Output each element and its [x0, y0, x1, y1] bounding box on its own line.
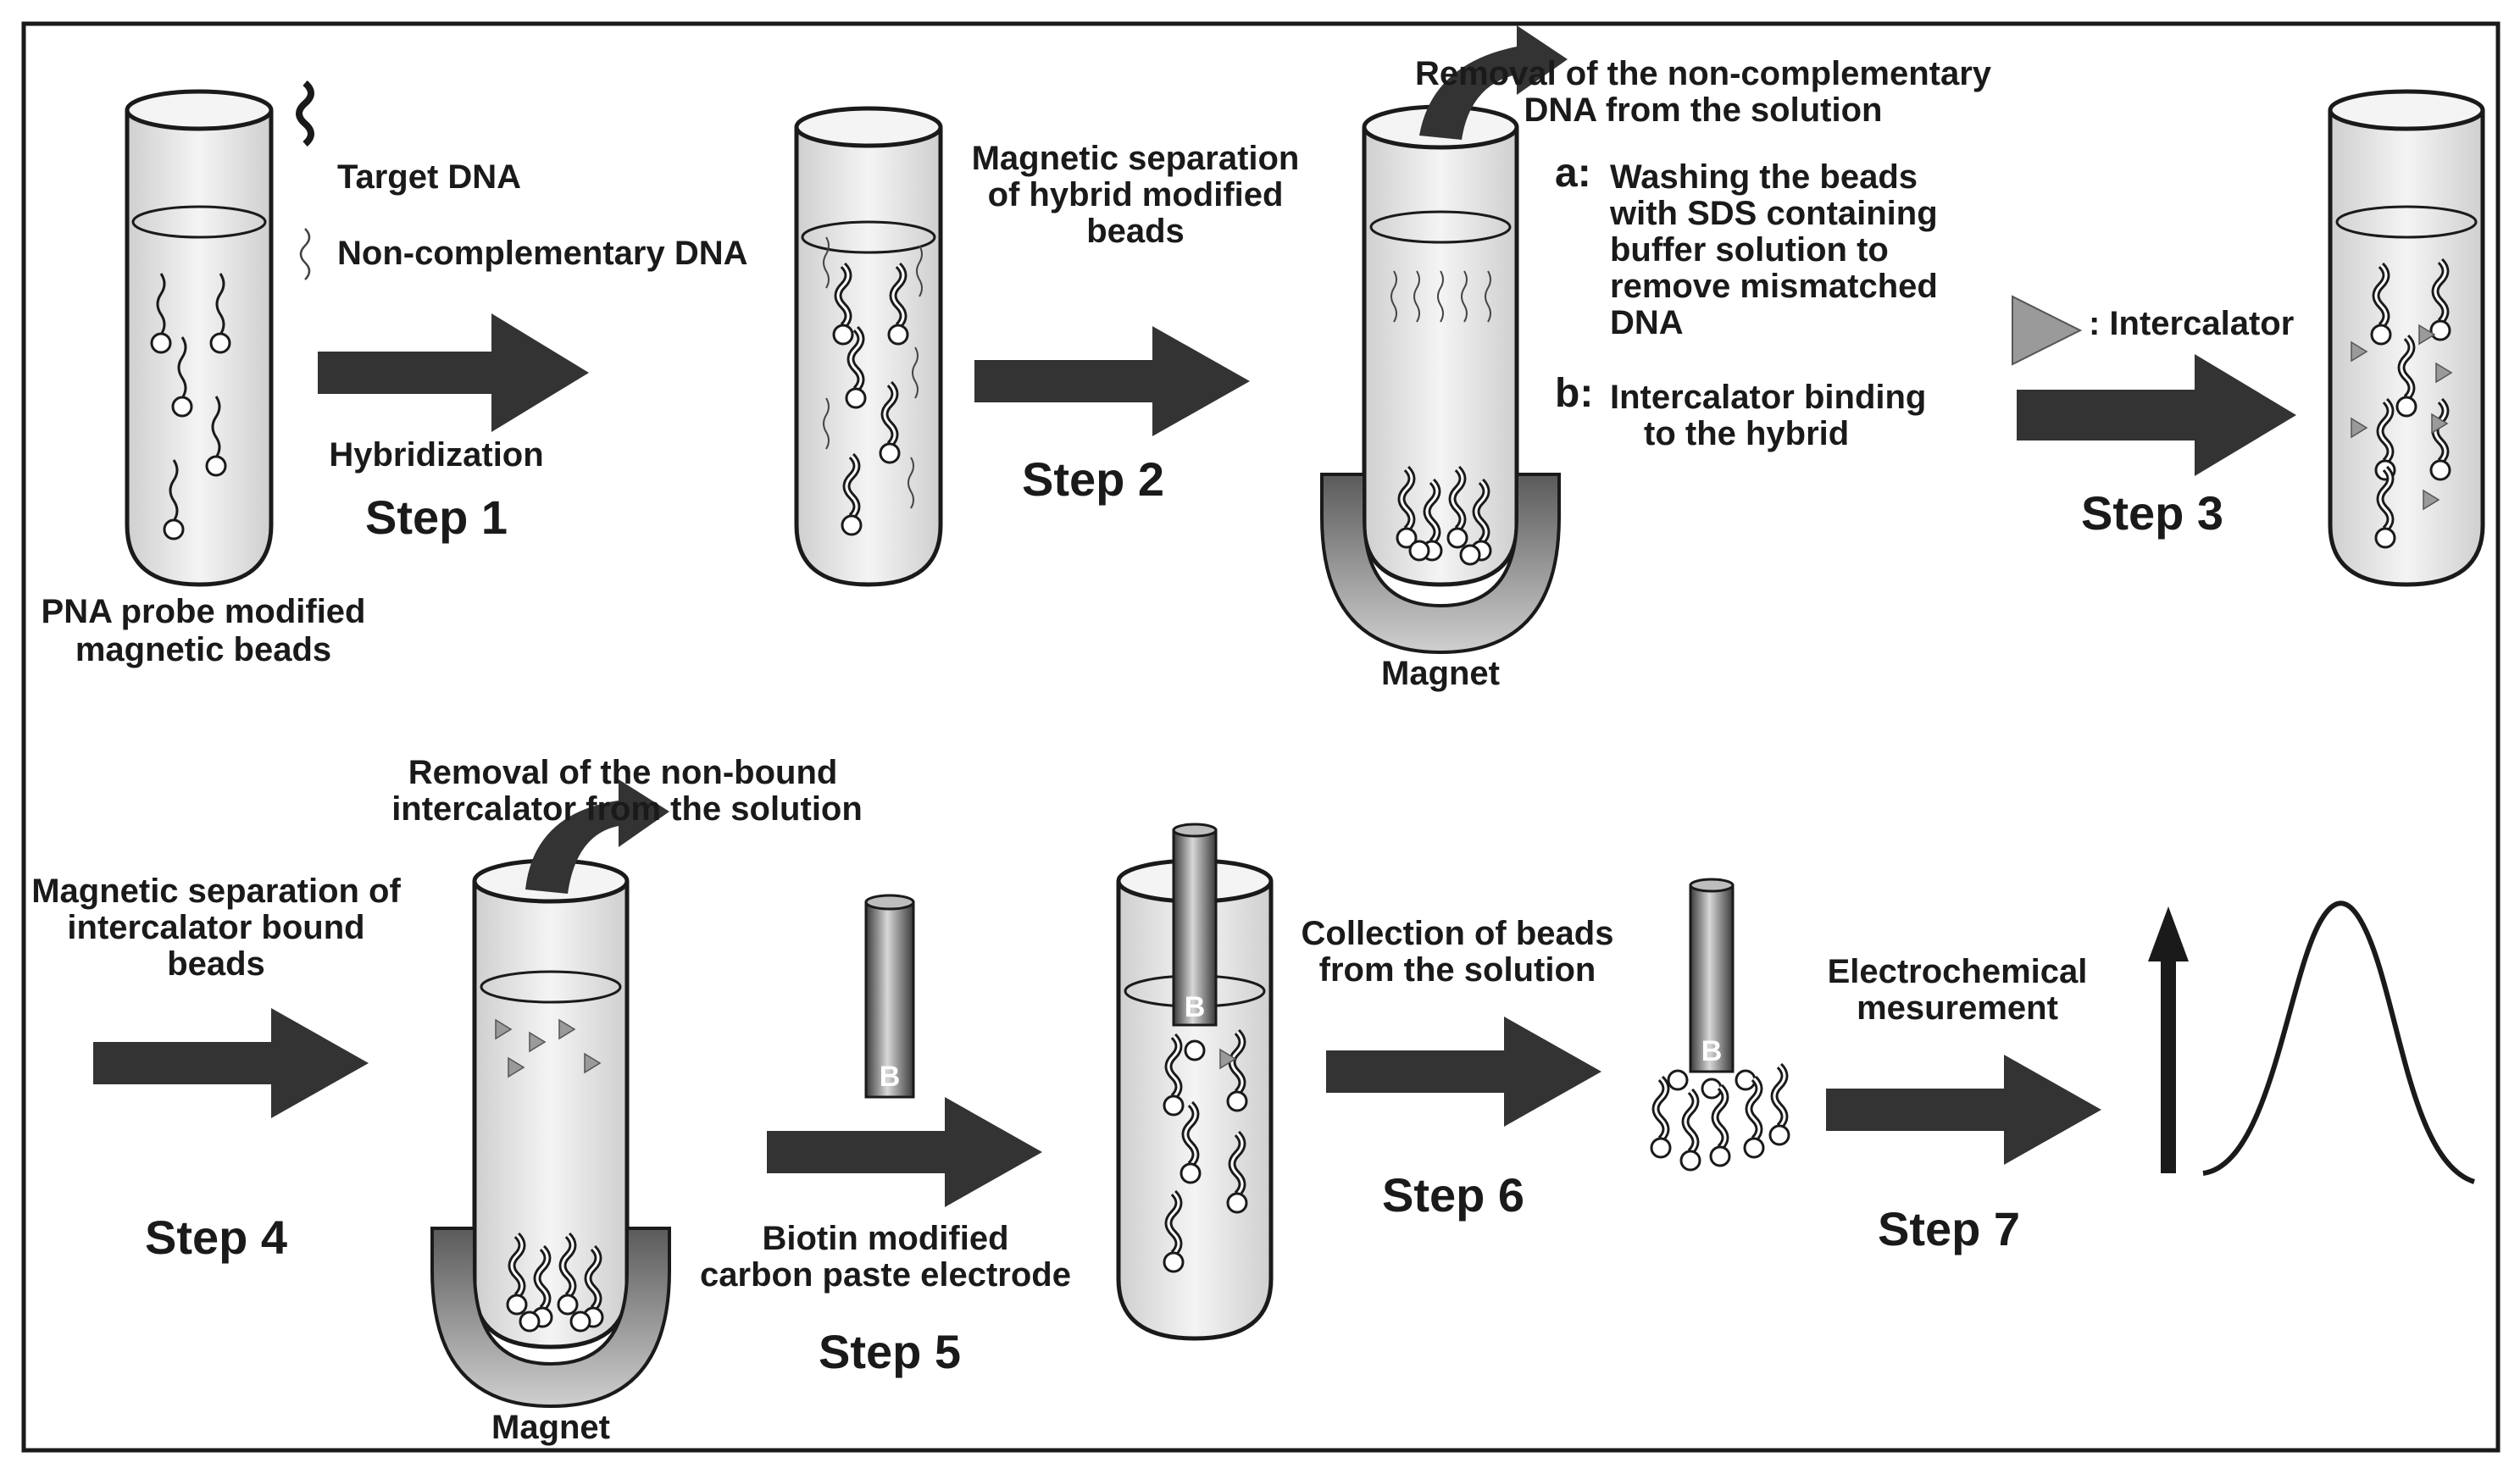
- step-6-label: Step 6: [1382, 1168, 1524, 1222]
- removal-arrow-1: [1419, 25, 1568, 140]
- washing-b-line2: to the hybrid: [1644, 415, 1849, 452]
- step-7-label: Step 7: [1878, 1202, 2020, 1255]
- tube-6-biotin-letter: B: [1185, 991, 1206, 1023]
- electrode-with-collected-beads: [1651, 878, 1789, 1170]
- arrow-2-caption-line3: beads: [1086, 213, 1185, 250]
- arrow-step-5: [767, 1097, 1042, 1207]
- arrow-1-action: Hybridization: [329, 436, 543, 474]
- tube-1-label-line1: PNA probe modified: [42, 593, 366, 630]
- washing-a-line5: DNA: [1610, 304, 1684, 341]
- magnet-1: [1320, 473, 1561, 655]
- arrow-6-caption-line1: Collection of beads: [1302, 915, 1614, 952]
- arrow-4-caption-line1: Magnetic separation of: [31, 873, 401, 910]
- washing-b-letter: b:: [1555, 371, 1593, 416]
- arrow-step-3: [2017, 354, 2296, 476]
- magnet-2-label: Magnet: [491, 1409, 610, 1446]
- arrow-7-caption-line1: Electrochemical: [1828, 953, 2088, 990]
- intercalator-legend-label: : Intercalator: [2089, 305, 2294, 342]
- tube-4-intercalator-bound: [2328, 89, 2485, 587]
- tube-2-hybrid-beads: [794, 106, 943, 587]
- arrow-4-caption-line3: beads: [167, 945, 265, 983]
- intercalator-legend-icon: [2012, 295, 2083, 366]
- step-2-label: Step 2: [1022, 452, 1164, 506]
- arrow-step-7: [1826, 1055, 2101, 1165]
- arrow-step-2: [974, 326, 1250, 436]
- legend-target-dna-icon: [296, 80, 314, 147]
- removal-1-line2: DNA from the solution: [1524, 91, 1883, 129]
- legend-target-dna: Target DNA: [337, 158, 521, 196]
- removal-1-line1: Removal of the non-complementary: [1415, 55, 1992, 92]
- tube-3-magnetic-separation: [1362, 104, 1519, 587]
- tube-6-electrode-collection: [1116, 823, 1274, 1341]
- removal-arrow-2: [525, 779, 669, 894]
- tube-1-label-line2: magnetic beads: [75, 631, 331, 668]
- magnet-2: [430, 1227, 671, 1409]
- step-4-label: Step 4: [145, 1211, 287, 1264]
- collected-biotin-letter: B: [1701, 1035, 1723, 1067]
- washing-a-letter: a:: [1555, 151, 1591, 196]
- washing-a-line1: Washing the beads: [1610, 158, 1918, 196]
- voltammetric-peak-curve: [2202, 900, 2475, 1184]
- signal-axis-arrow: [2148, 906, 2189, 1173]
- arrow-7-caption-line2: mesurement: [1857, 989, 2058, 1027]
- arrow-step-6: [1326, 1017, 1601, 1127]
- magnet-1-label: Magnet: [1381, 655, 1500, 692]
- legend-noncomplementary-icon: [299, 228, 311, 280]
- arrow-4-caption-line2: intercalator bound: [67, 909, 364, 946]
- arrow-6-caption-line2: from the solution: [1319, 951, 1596, 989]
- biotin-electrode: [864, 894, 915, 1099]
- washing-b-line1: Intercalator binding: [1610, 379, 1926, 416]
- electrode-label-line2: carbon paste electrode: [700, 1256, 1071, 1294]
- arrow-2-caption-line2: of hybrid modified: [988, 176, 1284, 213]
- step-3-label: Step 3: [2081, 486, 2223, 540]
- arrow-2-caption-line1: Magnetic separation: [972, 140, 1300, 177]
- electrode-biotin-letter: B: [880, 1061, 901, 1093]
- step-1-label: Step 1: [365, 490, 508, 544]
- removal-2-line1: Removal of the non-bound: [408, 754, 838, 791]
- tube-1-pna-beads: [125, 89, 274, 587]
- washing-a-line2: with SDS containing: [1609, 195, 1938, 232]
- removal-2-line2: intercalator from the solution: [391, 790, 863, 828]
- washing-a-line4: remove mismatched: [1610, 268, 1938, 305]
- arrow-step-1: [318, 313, 589, 432]
- legend-noncomplementary-dna: Non-complementary DNA: [337, 235, 748, 272]
- electrode-label-line1: Biotin modified: [762, 1220, 1008, 1257]
- step-5-label: Step 5: [819, 1325, 961, 1378]
- washing-a-line3: buffer solution to: [1610, 231, 1889, 269]
- tube-5-magnetic-separation: [472, 858, 630, 1349]
- arrow-step-4: [93, 1008, 369, 1118]
